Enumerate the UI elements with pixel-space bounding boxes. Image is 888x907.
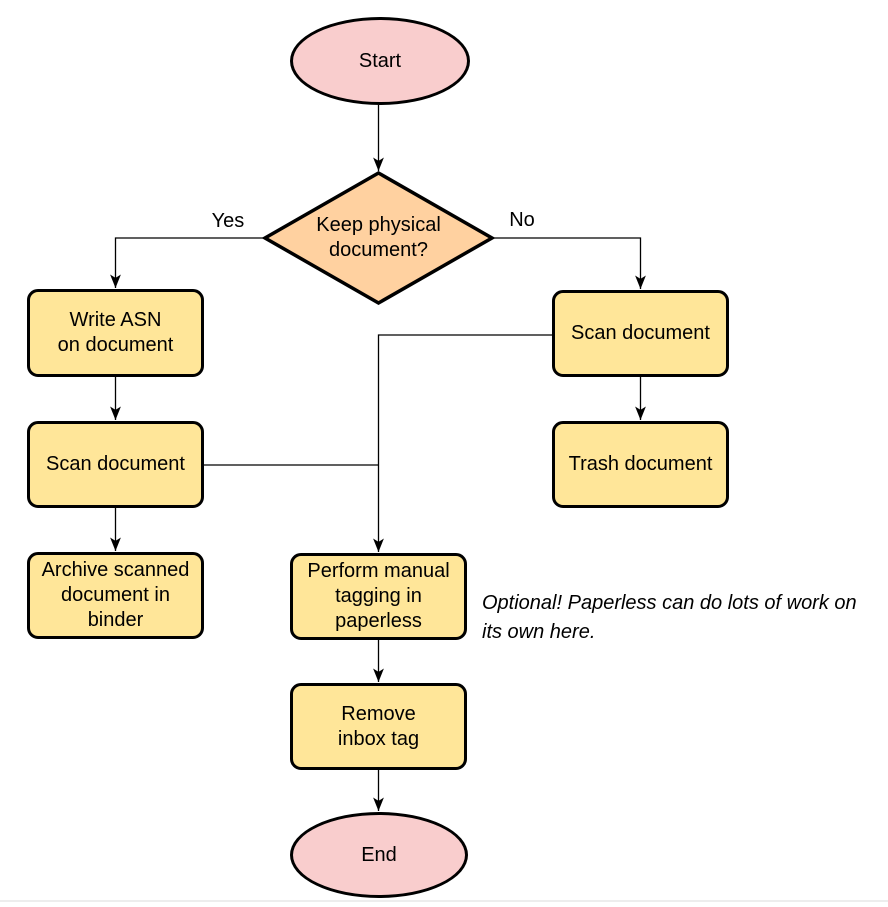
write-asn-label: Write ASN on document xyxy=(57,309,174,356)
scan-document-left-node: Scan document xyxy=(27,421,204,508)
end-label: End xyxy=(361,843,397,866)
decision-node-label: Keep physical document? xyxy=(278,206,479,270)
edge-label-yes: Yes xyxy=(211,210,245,232)
start-node: Start xyxy=(290,17,470,105)
edge-scan-right-to-tagging xyxy=(373,334,552,552)
decision-diamond xyxy=(261,170,496,306)
remove-inbox-tag-label: Remove inbox tag xyxy=(337,702,420,750)
edge-decision-no-to-scan-right xyxy=(492,237,646,289)
manual-tagging-node: Perform manual tagging in paperless xyxy=(290,553,467,640)
optional-note: Optional! Paperless can do lots of work … xyxy=(482,592,857,643)
archive-node: Archive scanned document in binder xyxy=(27,552,204,639)
write-asn-node: Write ASN on document xyxy=(27,289,204,377)
scan-document-left-label: Scan document xyxy=(46,453,185,475)
scan-document-right-node: Scan document xyxy=(552,290,729,377)
scan-document-right-label: Scan document xyxy=(571,322,710,344)
trash-document-label: Trash document xyxy=(568,453,713,475)
archive-label: Archive scanned document in binder xyxy=(41,559,190,631)
decision-label: Keep physical document? xyxy=(316,214,441,261)
remove-inbox-tag-node: Remove inbox tag xyxy=(290,683,467,770)
bottom-divider xyxy=(0,900,888,902)
manual-tagging-label: Perform manual tagging in paperless xyxy=(307,560,450,632)
start-label: Start xyxy=(358,49,402,72)
edge-label-no: No xyxy=(509,209,535,231)
trash-document-node: Trash document xyxy=(552,421,729,508)
end-node: End xyxy=(290,812,468,898)
edge-decision-yes-to-write-asn xyxy=(110,237,265,288)
